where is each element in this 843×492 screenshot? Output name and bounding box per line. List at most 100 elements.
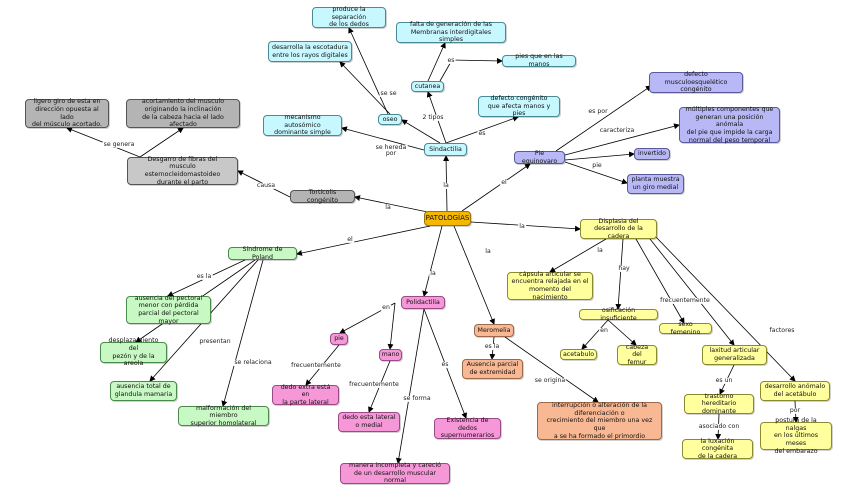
link-label-se-oseo: se (379, 89, 389, 98)
node-pie-equinovaro[interactable]: Pie equinovaro (514, 150, 565, 165)
node-desgarro[interactable]: Desgarro de fibras del musculo esternocl… (127, 156, 238, 186)
link-label-2-tipos: 2 tipos (421, 113, 445, 122)
link-label-el-poland: el (346, 235, 354, 244)
link-label-causa: causa (255, 181, 277, 190)
connector-line (427, 42, 446, 82)
node-multiples[interactable]: múltiples componentes que generan una po… (679, 106, 780, 144)
node-displasia[interactable]: Displasia del desarrollo de la cadera (580, 218, 657, 240)
connector-line (453, 225, 495, 325)
node-mecanismo[interactable]: mecanismo autosómico dominante simple (263, 114, 342, 136)
node-desarrollo-anormal[interactable]: desarrollo anómalo del acetábulo (760, 381, 830, 401)
node-glandula[interactable]: ausencia total de glandula mamaria (110, 381, 177, 401)
link-label-es-sind: es (477, 129, 487, 138)
node-interrupcion[interactable]: interrupción o alteración de la diferenc… (537, 402, 662, 440)
link-label-cut-es: es (446, 56, 456, 65)
connector-line (387, 302, 396, 350)
link-label-es-poli: es (440, 360, 450, 369)
node-escotadura[interactable]: desarrolla la escotadura entre los rayos… (268, 41, 352, 62)
node-acortamiento[interactable]: acortamiento del musculo originando la i… (126, 98, 240, 128)
link-label-se-relaciona: se relaciona (233, 358, 273, 367)
node-torticolis[interactable]: Tortícolis congénito (290, 189, 355, 204)
node-trastorno[interactable]: trastorno hereditario dominante (684, 393, 754, 415)
node-cabeza[interactable]: cabeza del femur (617, 344, 657, 366)
node-sindactilia[interactable]: Sindactilia (424, 143, 467, 156)
connector-line (564, 161, 628, 185)
connector-line (607, 319, 637, 346)
node-ausencia-pectoral[interactable]: ausencia del pectoral menor con pérdida … (126, 295, 211, 325)
node-postura[interactable]: postura de la nalgas en los últimos mese… (760, 417, 832, 455)
connector-line (504, 336, 599, 403)
node-luxacion[interactable]: la luxación congénita de la cadera (682, 438, 753, 460)
connector-line (401, 119, 441, 144)
node-manera[interactable]: manera incompleta y careció de un desarr… (340, 462, 450, 484)
node-dedo-extra[interactable]: dedo extra está en la parte lateral (272, 384, 339, 406)
node-existencia[interactable]: Existencia de dedos supernumerarios (434, 417, 501, 439)
link-label-la-sindactilia: la (442, 181, 450, 190)
node-laxitud[interactable]: laxitud articular generalizada (702, 345, 767, 365)
connector-line (581, 319, 609, 350)
connector-line (221, 259, 264, 407)
node-giro[interactable]: ligero giro de esta en dirección opuesta… (25, 98, 109, 128)
connector-line (564, 151, 635, 161)
link-label-se-forma: se forma (402, 394, 432, 403)
link-label-es-un: es un (714, 376, 734, 385)
link-label-presentan: presentan (198, 337, 232, 346)
link-label-es-la: es la (195, 272, 213, 281)
link-label-la-capsula: la (596, 246, 604, 255)
node-mano[interactable]: mano (379, 349, 402, 361)
link-label-es-por: es por (587, 107, 609, 116)
link-label-frecuentemente-mano: frecuentemente (348, 380, 400, 389)
link-label-en: en (599, 326, 609, 335)
node-defecto-pies[interactable]: defecto congénito que afecta manos y pie… (478, 95, 560, 117)
link-label-hay: hay (617, 264, 631, 273)
node-defecto-musculo[interactable]: defecto musculoesquelético congénito (649, 71, 743, 93)
node-separacion[interactable]: produce la separación de los dedos (312, 6, 386, 28)
link-label-frecuentemente-d: frecuentemente (659, 296, 711, 305)
link-label-la-displasia: la (518, 222, 526, 231)
node-oseo[interactable]: oseo (378, 114, 402, 125)
connector-line (654, 235, 796, 382)
node-invertido[interactable]: invertido (634, 148, 670, 160)
node-pie[interactable]: pie (330, 333, 348, 345)
connector-line (395, 308, 425, 464)
node-meromelia[interactable]: Meromelia (474, 324, 514, 337)
connector-line (422, 225, 443, 297)
link-label-se-genera: se genera (102, 140, 136, 149)
link-label-la-polidactilia: la (429, 269, 437, 278)
node-acetabulo[interactable]: acetabulo (560, 349, 597, 360)
link-label-la-meromelia: la (484, 247, 492, 256)
connector-line (615, 238, 624, 310)
link-label-frecuentemente-pie: frecuentemente (290, 361, 342, 370)
link-label-es-la-mero: es la (483, 342, 501, 351)
node-osificacion[interactable]: osificación insuficiente (579, 307, 658, 322)
link-label-la-torticolis: la (384, 203, 392, 212)
link-label-se-origina: se origina (533, 376, 567, 385)
node-falta[interactable]: falta de generación de las Membranas int… (396, 21, 506, 43)
node-planta[interactable]: planta muestra un giro medial (627, 174, 684, 194)
link-label-pie: pie (591, 161, 603, 170)
link-label-caracteriza: caracteriza (598, 126, 636, 135)
node-poland[interactable]: Síndrome de Poland (228, 246, 297, 261)
node-malformacion[interactable]: malformación del miembro superior homola… (178, 405, 269, 427)
connector-line (451, 57, 503, 64)
link-label-se-hereda-por: se hereda por (374, 143, 408, 158)
connector-line (461, 163, 531, 212)
connector-line (564, 123, 680, 156)
link-label-el-pie: el (500, 178, 508, 187)
node-desplazamiento[interactable]: desplazamiento del pezón y de la areola (100, 337, 167, 367)
link-label-asociado-con: asociado con (697, 422, 741, 431)
node-capsula[interactable]: cápsula articular se encuentra relajada … (507, 271, 593, 301)
connector-line (445, 115, 519, 144)
node-polidactilia[interactable]: Polidactilia (401, 296, 445, 309)
node-cutanea[interactable]: cutanea (411, 81, 444, 92)
node-sexo[interactable]: sexo femenino (659, 321, 712, 336)
connector-line (139, 127, 184, 158)
connector-line (348, 27, 389, 115)
connector-line (635, 238, 685, 324)
node-patologias[interactable]: PATOLOGÍAS (424, 211, 471, 226)
node-dedo-medial[interactable]: dedo esta lateral o medial (338, 412, 400, 432)
connector-line (339, 61, 391, 115)
node-pies-manos[interactable]: pies que en las manos (502, 53, 576, 68)
node-ausencia-parcial[interactable]: Ausencia parcial de extremidad (462, 359, 523, 379)
